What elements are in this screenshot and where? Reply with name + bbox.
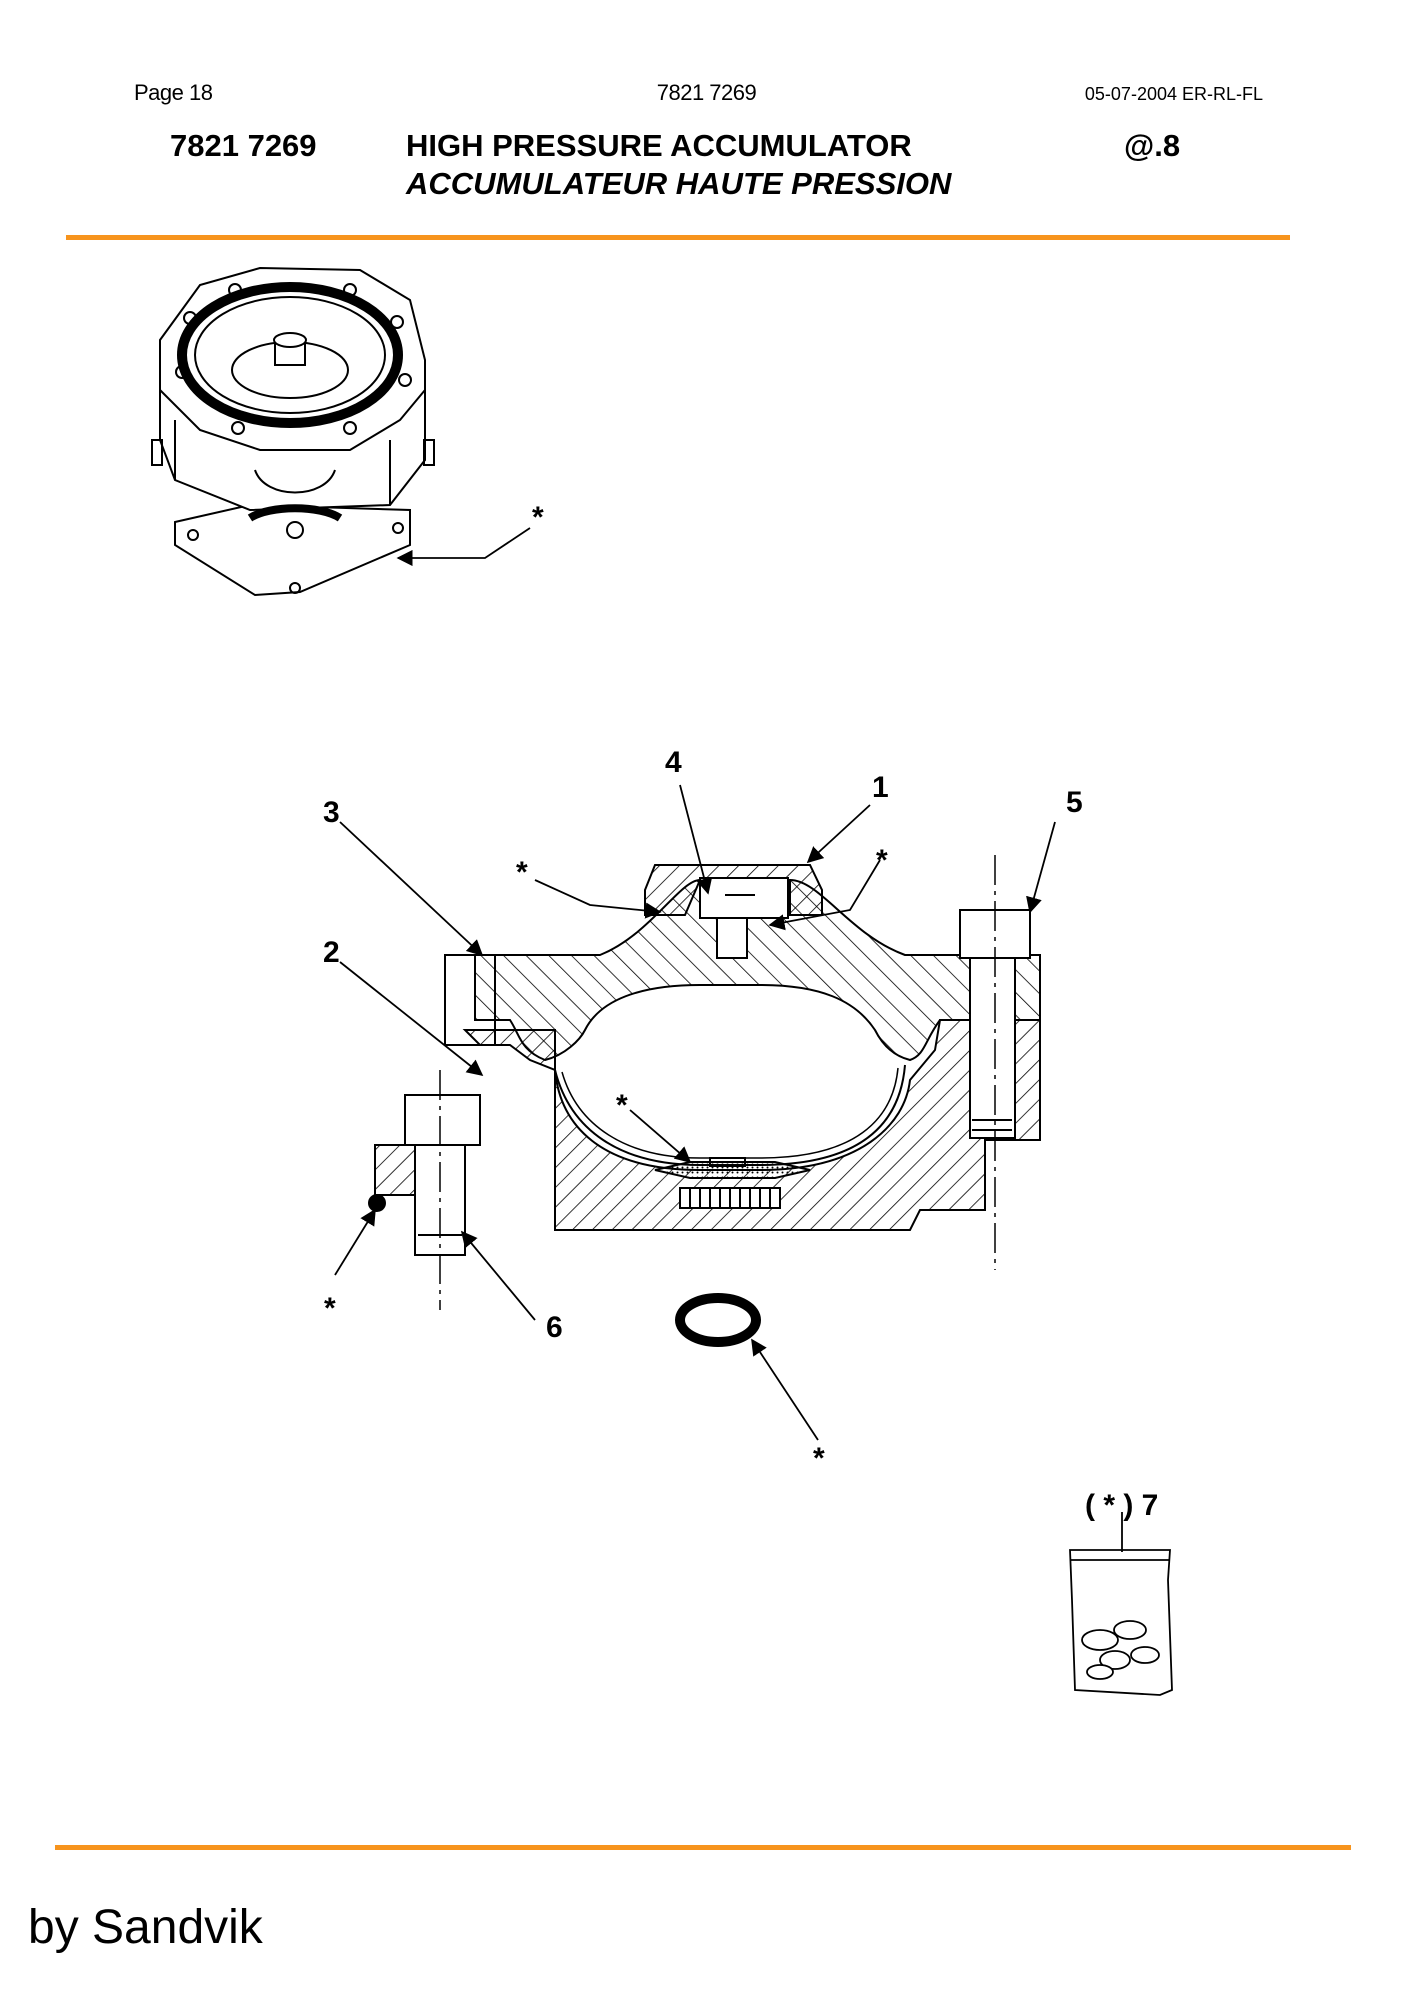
callout-asterisk-oring-loose: *	[813, 1442, 825, 1475]
callout-7: ( * ) 7	[1085, 1489, 1158, 1522]
title-english: HIGH PRESSURE ACCUMULATOR	[406, 128, 912, 163]
isometric-accumulator	[151, 266, 435, 597]
callout-iso-asterisk: *	[532, 501, 544, 534]
cross-section	[368, 864, 1041, 1256]
callout-5: 5	[1066, 786, 1083, 819]
title-french: ACCUMULATEUR HAUTE PRESSION	[406, 166, 952, 201]
callout-4: 4	[665, 746, 682, 779]
callout-3: 3	[323, 796, 340, 829]
document-code: 7821 7269	[656, 80, 757, 105]
date-code: 05-07-2004 ER-RL-FL	[1084, 84, 1263, 104]
page-label: Page 18	[134, 80, 213, 105]
part-number: 7821 7269	[170, 128, 317, 163]
callout-2: 2	[323, 936, 340, 969]
version-code: @.8	[1124, 128, 1181, 163]
callout-asterisk-oring-flange: *	[324, 1292, 336, 1325]
seal-kit-bag	[1069, 1549, 1173, 1696]
callout-asterisk-cap-right: *	[876, 844, 888, 877]
callout-1: 1	[872, 771, 889, 804]
o-ring-loose	[675, 1293, 761, 1347]
callout-asterisk-poppet: *	[616, 1089, 628, 1122]
footer-divider	[55, 1845, 1351, 1850]
callout-asterisk-cap-left: *	[516, 856, 528, 889]
callout-line-iso	[396, 527, 531, 567]
header-divider	[66, 235, 1290, 240]
footer-credit: by Sandvik	[28, 1901, 263, 1954]
callout-6: 6	[546, 1311, 563, 1344]
